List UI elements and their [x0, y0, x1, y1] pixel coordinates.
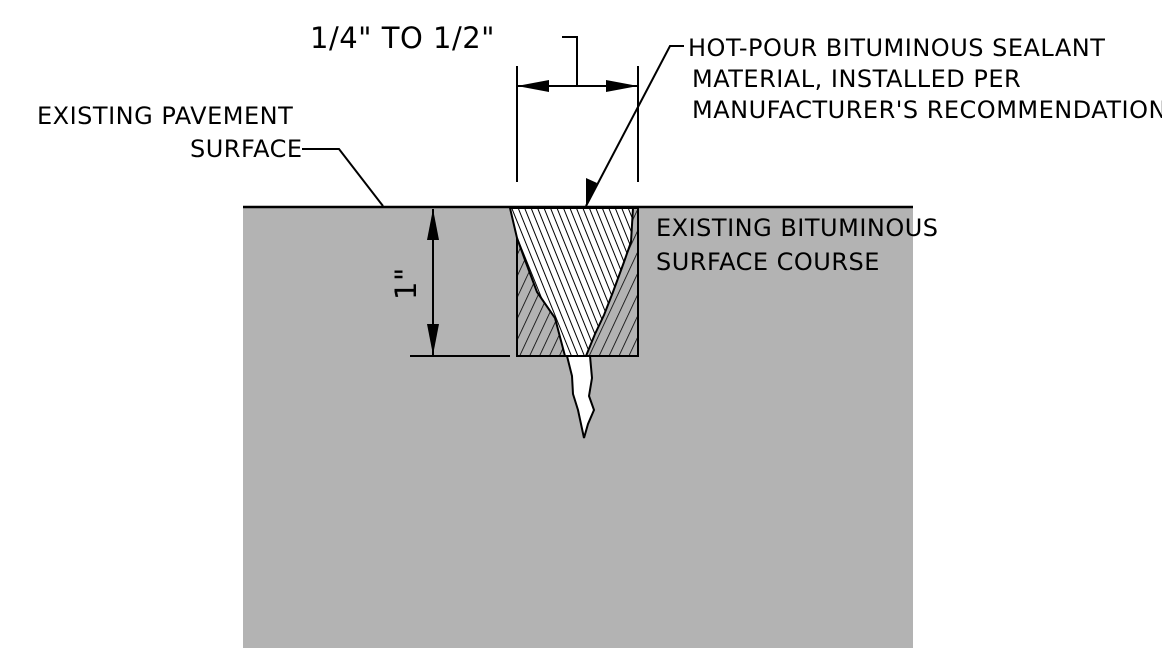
sealant-label-line3: MANUFACTURER'S RECOMMENDATION — [692, 96, 1162, 124]
sealant-label-line1: HOT-POUR BITUMINOUS SEALANT — [688, 34, 1105, 62]
course-label-line1: EXISTING BITUMINOUS — [656, 214, 939, 242]
sealant-leader — [585, 45, 684, 207]
depth-arrow-bottom — [427, 324, 439, 355]
sealant-label-line2: MATERIAL, INSTALLED PER — [692, 65, 1021, 93]
course-label-line2: SURFACE COURSE — [656, 248, 880, 276]
width-leader — [562, 36, 578, 86]
sealant-wedge — [508, 207, 635, 357]
width-arrow-left — [517, 80, 549, 92]
width-arrow-right — [606, 80, 638, 92]
crack-below — [565, 355, 596, 439]
sealant-leader-arrow — [586, 178, 597, 206]
depth-arrow-top — [427, 209, 439, 240]
depth-dimension-label: 1" — [389, 267, 423, 300]
width-dimension-label: 1/4" TO 1/2" — [310, 21, 495, 55]
pavement-label-line1: EXISTING PAVEMENT — [37, 102, 293, 130]
pavement-surface-leader — [302, 148, 384, 207]
pavement-label-line2: SURFACE — [190, 135, 303, 163]
